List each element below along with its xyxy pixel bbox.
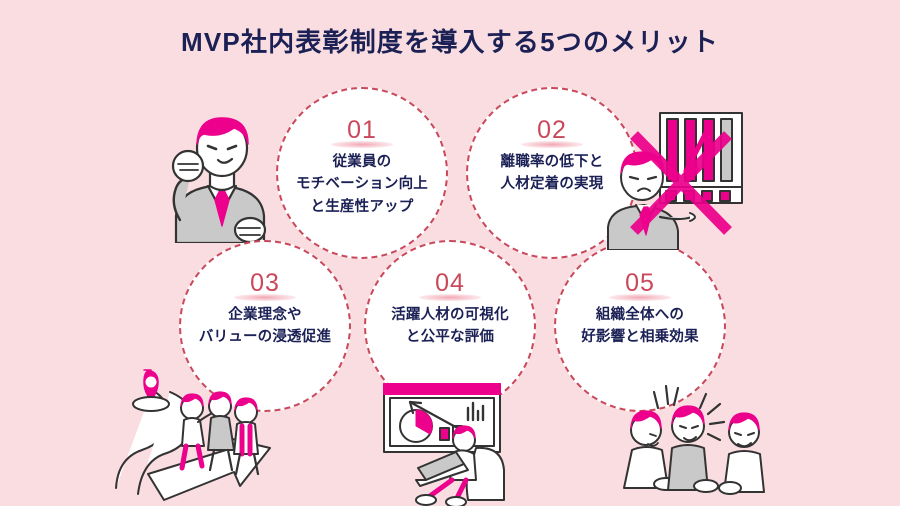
benefit-text-05: 組織全体への 好影響と相乗効果	[575, 304, 705, 349]
benefit-line: と生産性アップ	[310, 198, 414, 215]
benefit-line: 企業理念や	[228, 307, 302, 323]
benefit-number-wrap-04: 04	[419, 268, 481, 301]
benefit-text-02: 離職率の低下と 人材定着の実現	[495, 151, 610, 196]
benefit-circle-01[interactable]: 01 従業員の モチベーション向上 と生産性アップ	[276, 87, 448, 259]
benefit-number-02: 02	[537, 115, 567, 144]
benefit-circle-02[interactable]: 02 離職率の低下と 人材定着の実現	[466, 87, 638, 259]
benefit-line: と公平な評価	[405, 329, 495, 346]
benefit-number-03: 03	[250, 268, 280, 297]
benefit-text-01: 従業員の モチベーション向上 と生産性アップ	[290, 151, 434, 218]
benefit-number-wrap-02: 02	[521, 115, 583, 148]
number-underline-icon	[234, 294, 296, 301]
benefit-line: 活躍人材の可視化	[391, 307, 509, 323]
illustration-team-riding-arrow	[108, 366, 308, 506]
page-title: MVP社内表彰制度を導入する5つのメリット	[180, 27, 719, 57]
benefit-line: 離職率の低下と	[500, 154, 604, 170]
benefit-number-wrap-05: 05	[609, 268, 671, 301]
benefit-line: 組織全体への	[595, 307, 685, 323]
illustration-businessman-fist-pump	[158, 108, 288, 245]
benefit-line: 従業員の	[332, 154, 392, 170]
benefit-line: 人材定着の実現	[500, 176, 604, 193]
illustration-declining-chart-crossed-out	[600, 105, 750, 251]
benefit-text-03: 企業理念や バリューの浸透促進	[193, 304, 337, 349]
benefit-number-wrap-03: 03	[234, 268, 296, 301]
benefit-circle-05[interactable]: 05 組織全体への 好影響と相乗効果	[554, 240, 726, 412]
illustration-analytics-dashboard-person	[368, 378, 533, 506]
benefit-circle-03[interactable]: 03 企業理念や バリューの浸透促進	[179, 240, 351, 412]
number-underline-icon	[419, 294, 481, 301]
number-underline-icon	[609, 294, 671, 301]
benefit-number-04: 04	[435, 268, 465, 297]
benefit-number-01: 01	[347, 115, 377, 144]
number-underline-icon	[521, 141, 583, 148]
benefit-number-wrap-01: 01	[331, 115, 393, 148]
illustration-three-excited-people	[588, 378, 778, 506]
benefit-text-04: 活躍人材の可視化 と公平な評価	[385, 304, 515, 349]
benefit-number-05: 05	[625, 268, 655, 297]
benefit-line: 好影響と相乗効果	[581, 329, 699, 346]
benefit-line: モチベーション向上	[295, 176, 428, 193]
benefit-line: バリューの浸透促進	[198, 329, 332, 346]
number-underline-icon	[331, 141, 393, 148]
